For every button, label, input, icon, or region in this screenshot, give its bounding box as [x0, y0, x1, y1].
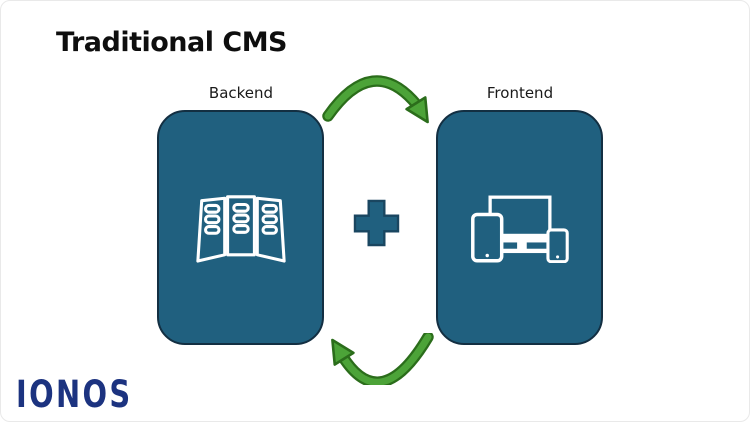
frontend-label: Frontend — [486, 84, 554, 102]
ionos-logo: IONOS — [16, 373, 133, 416]
backend-label: Backend — [208, 84, 274, 102]
backend-panel — [157, 110, 324, 345]
frontend-panel — [436, 110, 603, 345]
server-racks-icon — [195, 189, 287, 266]
responsive-devices-icon — [467, 193, 573, 263]
sync-arrow-counterclockwise-icon — [313, 333, 443, 385]
sync-arrow-clockwise-icon — [313, 75, 443, 127]
plus-icon — [353, 199, 400, 247]
page-title: Traditional CMS — [56, 27, 288, 58]
